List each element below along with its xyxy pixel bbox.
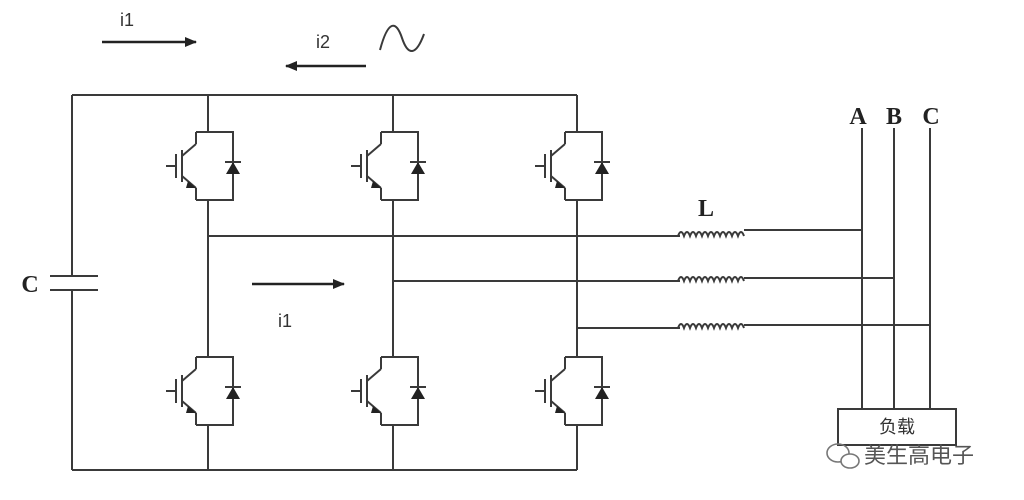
igbt-switch-icon [350,123,427,211]
phase-c-label: C [922,104,939,130]
current-i1-top-label: i1 [120,10,134,30]
load-label: 负载 [879,417,915,438]
current-i1-mid-label: i1 [278,311,292,331]
current-i2-label: i2 [316,32,330,52]
igbt-switch-icon [165,348,242,436]
igbt-switch-icon [534,123,611,211]
capacitor-label: C [21,272,38,298]
inverter-legs [207,95,578,470]
wechat-icon [826,443,860,469]
inductor-icon [677,323,745,329]
sine-wave-icon [379,24,425,52]
igbt-switch-icon [534,348,611,436]
phase-b-label: B [886,104,902,130]
capacitor-icon [50,275,98,291]
inductor-icon [677,231,745,237]
phase-a-label: A [849,104,867,130]
load-box [837,408,957,446]
inductor-icon [677,276,745,282]
watermark-text: 美生高电子 [864,444,974,469]
igbt-switch-icon [350,348,427,436]
inductor-label: L [698,196,714,222]
igbt-switch-icon [165,123,242,211]
